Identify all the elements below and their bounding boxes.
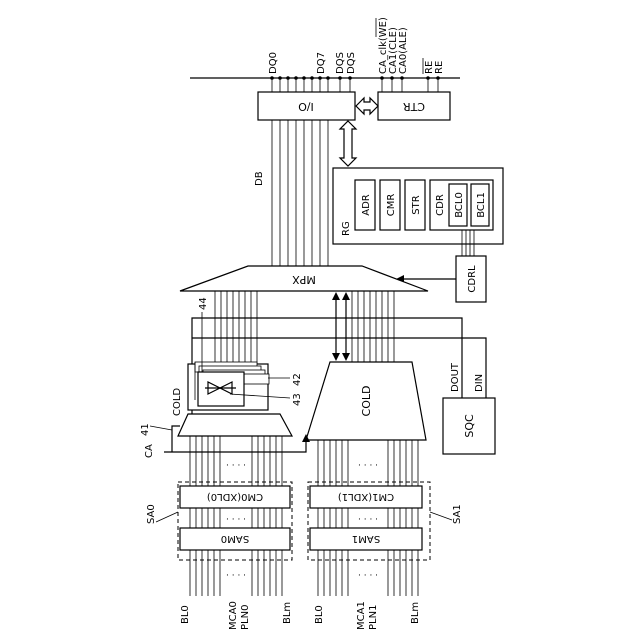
mpx-label: MPX	[292, 273, 316, 286]
mpx-left-bus	[215, 291, 257, 364]
cold-right-label: COLD	[360, 386, 373, 417]
pad-pins	[272, 78, 438, 92]
sam0-label: SAM0	[221, 533, 249, 544]
ctr-rg-arrow	[340, 121, 356, 166]
label-ca0: CA0(ALE)	[398, 27, 409, 74]
ca-left-branch	[172, 426, 180, 452]
label-bl0-right: BL0	[314, 605, 325, 624]
label-dqs: DQS	[335, 52, 346, 74]
cold-left-trapezoid	[178, 414, 292, 436]
rg-label: RG	[341, 221, 352, 236]
label-bl0-left: BL0	[180, 605, 191, 624]
mpx-cold-arrows	[332, 292, 350, 361]
dots-left-bottom: · · · ·	[226, 571, 246, 581]
label-pln0: PLN0	[240, 605, 251, 630]
label-dq7: DQ7	[316, 52, 327, 74]
dots-left-mid: · · · ·	[226, 515, 246, 525]
label-blm-right: BLm	[410, 602, 421, 624]
sa0-label: SA0	[146, 504, 157, 524]
sam1-label: SAM1	[352, 533, 380, 544]
din-label: DIN	[474, 374, 485, 392]
str-label: STR	[411, 195, 422, 214]
dots-right-bottom: · · · ·	[358, 571, 378, 581]
label-pln1: PLN1	[368, 605, 379, 630]
io-label: I/O	[298, 100, 314, 113]
label-mca0: MCA0	[228, 601, 239, 630]
dots-right-top: · · · ·	[358, 461, 378, 471]
label-dqs-bar: DQS	[346, 52, 357, 74]
cm0-label: CM0(XDL0)	[207, 491, 263, 502]
sa1-label: SA1	[452, 504, 463, 524]
cdrl-label: CDRL	[467, 265, 478, 293]
label-mca1: MCA1	[356, 601, 367, 630]
ctr-label: CTR	[403, 100, 425, 113]
adr-label: ADR	[361, 194, 372, 216]
ref-41: 41	[140, 423, 151, 436]
cm1-label: CM1(XDL1)	[338, 491, 394, 502]
ref-41-leader	[150, 426, 172, 430]
cmr-label: CMR	[386, 194, 397, 217]
cdr-label: CDR	[435, 194, 446, 216]
label-re: RE	[434, 61, 445, 74]
dots-right-mid: · · · ·	[358, 515, 378, 525]
bcl0-label: BCL0	[454, 192, 465, 218]
db-bus	[272, 120, 328, 266]
label-db: DB	[254, 171, 265, 186]
dots-left-top: · · · ·	[226, 461, 246, 471]
io-ctr-arrow	[356, 98, 378, 114]
sa1-leader	[430, 512, 452, 520]
sa0-leader	[156, 512, 178, 522]
cold-left-label: COLD	[172, 388, 183, 416]
label-blm-left: BLm	[282, 602, 293, 624]
mpx-right-bus	[352, 291, 394, 362]
label-ca: CA	[144, 444, 155, 458]
ref-42: 42	[292, 373, 303, 386]
ref-44: 44	[198, 297, 209, 310]
ca-line	[164, 438, 306, 452]
ref-43: 43	[292, 393, 303, 406]
sqc-label: SQC	[463, 414, 476, 438]
bcl1-label: BCL1	[476, 192, 487, 218]
label-dq0: DQ0	[268, 52, 279, 74]
dout-label: DOUT	[450, 362, 461, 392]
